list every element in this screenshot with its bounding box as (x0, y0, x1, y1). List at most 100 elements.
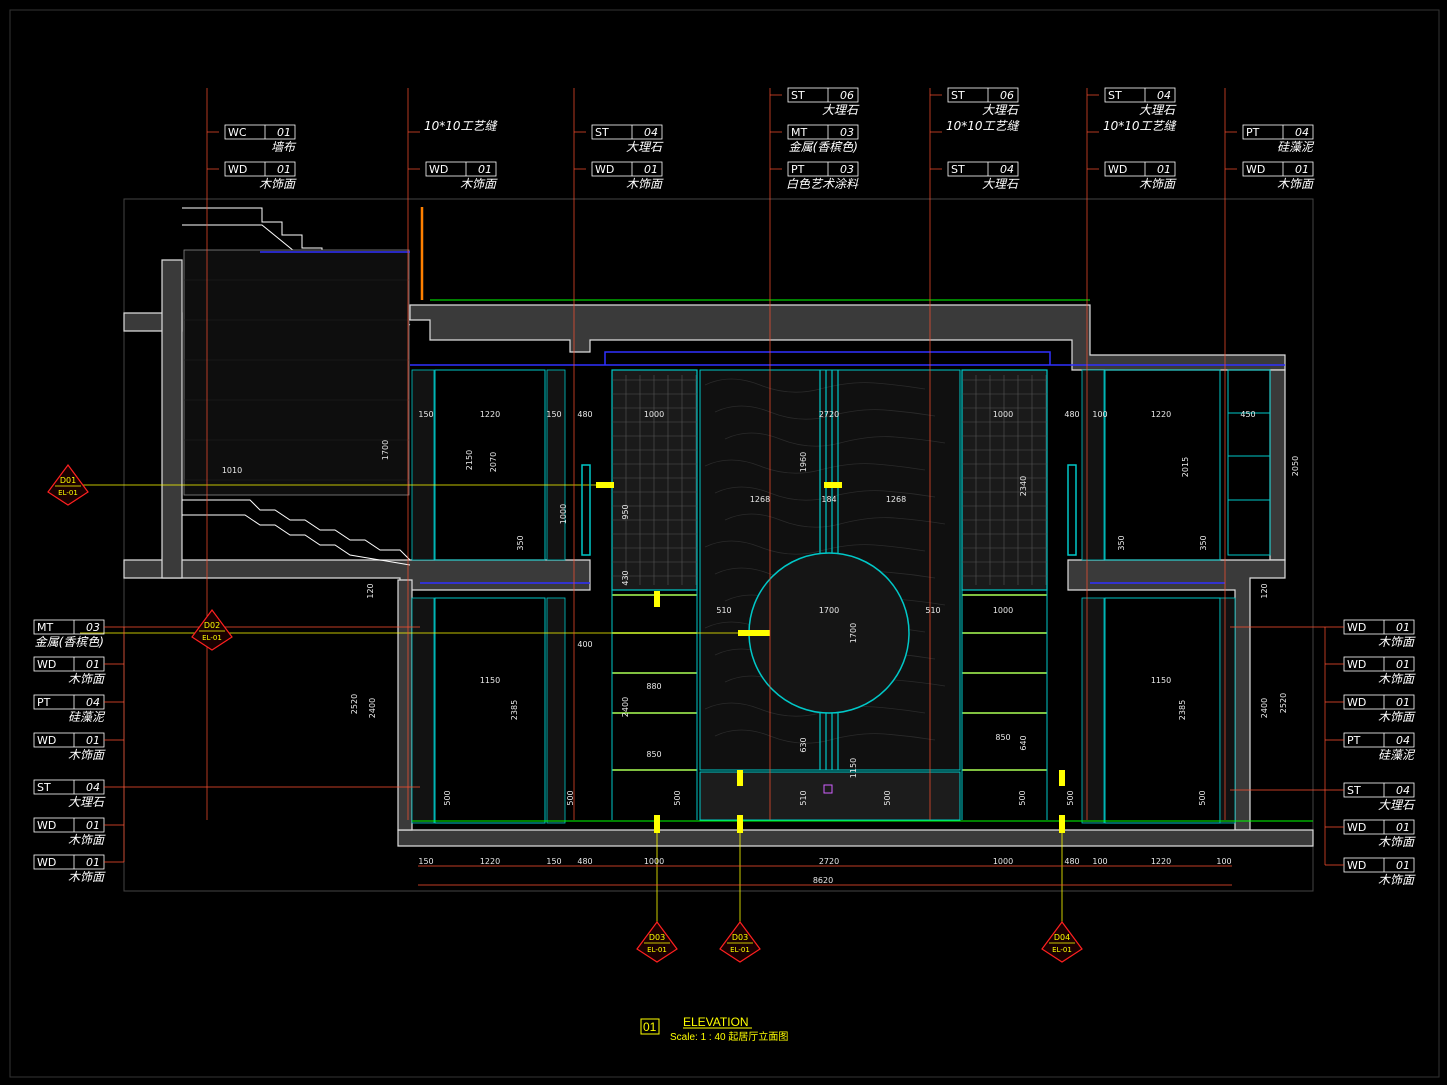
tag-description: 大理石 (1378, 798, 1416, 812)
tag-code: PT (37, 696, 51, 709)
center-channels (819, 370, 839, 770)
dimension-label: 480 (1064, 857, 1079, 866)
dimension-label: 350 (1117, 535, 1126, 550)
tag-description: 墙布 (271, 140, 297, 154)
dimension-label: 400 (577, 640, 592, 649)
tag-description: 木饰面 (1378, 835, 1416, 849)
tag-number: 01 (1396, 859, 1410, 872)
dimension-label: 1150 (1151, 676, 1171, 685)
tag-description: 金属(香槟色) (35, 635, 104, 649)
dimension-label: 1220 (1151, 857, 1171, 866)
tag-code: ST (791, 89, 805, 102)
tag-code: WC (228, 126, 247, 139)
title-number: 01 (643, 1020, 657, 1034)
tag-description: 大理石 (822, 103, 860, 117)
marker-ref: EL-01 (1052, 946, 1072, 954)
tag-description: 木饰面 (1378, 635, 1416, 649)
dimension-label: 2520 (350, 694, 359, 714)
dimension-label: 850 (995, 733, 1010, 742)
dimension-label: 150 (418, 410, 433, 419)
dimension-label: 500 (566, 790, 575, 805)
wood-strips (411, 369, 1236, 824)
tag-code: ST (951, 89, 965, 102)
marker-id: D03 (732, 933, 748, 942)
tag-description: 木饰面 (1139, 177, 1177, 191)
dimension-label: 1010 (222, 466, 242, 475)
marker-ref: EL-01 (647, 946, 667, 954)
tag-number: 06 (1000, 89, 1014, 102)
tag-code: PT (1347, 734, 1361, 747)
dimension-label: 1700 (381, 440, 390, 460)
tag-description: 木饰面 (1378, 672, 1416, 686)
tag-number: 01 (1396, 821, 1410, 834)
tag-description: 木饰面 (68, 672, 106, 686)
tag-description: 木饰面 (626, 177, 664, 191)
dimension-label: 2400 (621, 697, 630, 717)
dimension-label: 510 (799, 790, 808, 805)
wall-fabric-panel (183, 249, 410, 496)
tag-code: WD (1246, 163, 1265, 176)
dimension-label: 184 (821, 495, 836, 504)
material-tag: 10*10工艺缝 (408, 119, 499, 133)
marker-id: D01 (60, 476, 76, 485)
tag-description: 硅藻泥 (68, 710, 106, 724)
right-upper-door (1104, 369, 1221, 561)
dimension-label: 1000 (993, 857, 1013, 866)
dimension-label: 2015 (1181, 457, 1190, 477)
tag-code: WD (37, 658, 56, 671)
right-shelf-unit (1227, 369, 1271, 556)
dimension-label: 1220 (1151, 410, 1171, 419)
tag-number: 01 (478, 163, 492, 176)
tag-number: 01 (1396, 621, 1410, 634)
tag-code: ST (951, 163, 965, 176)
dimension-label: 150 (418, 857, 433, 866)
dimension-label: 350 (516, 535, 525, 550)
tag-number: 01 (1396, 696, 1410, 709)
dimension-label: 2400 (368, 698, 377, 718)
tag-number: 01 (277, 163, 291, 176)
dimension-label: 1268 (886, 495, 906, 504)
tag-description: 木饰面 (1378, 710, 1416, 724)
tag-description: 硅藻泥 (1378, 748, 1416, 762)
tag-number: 04 (1295, 126, 1309, 139)
tag-code: WD (1108, 163, 1127, 176)
tag-code: WD (37, 856, 56, 869)
tag-code: WD (228, 163, 247, 176)
tag-description: 大理石 (982, 103, 1020, 117)
tag-number: 01 (277, 126, 291, 139)
dimension-label: 100 (1216, 857, 1231, 866)
dimension-label: 150 (546, 857, 561, 866)
tag-number: 03 (840, 163, 854, 176)
dimension-label: 500 (1018, 790, 1027, 805)
dimension-label: 1220 (480, 857, 500, 866)
tag-description: 10*10工艺缝 (946, 119, 1021, 133)
marker-id: D03 (649, 933, 665, 942)
dimension-label: 1700 (819, 606, 839, 615)
dimension-label: 500 (1066, 790, 1075, 805)
dimension-label: 1960 (799, 452, 808, 472)
dimension-label: 1700 (849, 623, 858, 643)
tag-code: WD (1347, 696, 1366, 709)
tag-description: 大理石 (626, 140, 664, 154)
dimension-label: 2720 (819, 410, 839, 419)
dimension-label: 640 (1019, 735, 1028, 750)
tag-number: 04 (86, 781, 100, 794)
tag-number: 01 (86, 658, 100, 671)
